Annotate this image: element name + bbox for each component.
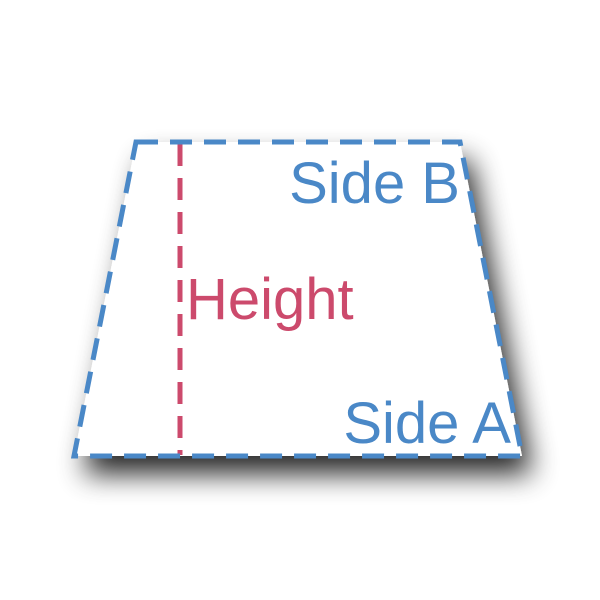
side-a-label: Side A <box>343 391 511 456</box>
height-label: Height <box>186 267 354 332</box>
trapezoid-fill <box>74 142 522 456</box>
trapezoid-outline <box>70 139 526 459</box>
side-b-label: Side B <box>289 151 460 216</box>
